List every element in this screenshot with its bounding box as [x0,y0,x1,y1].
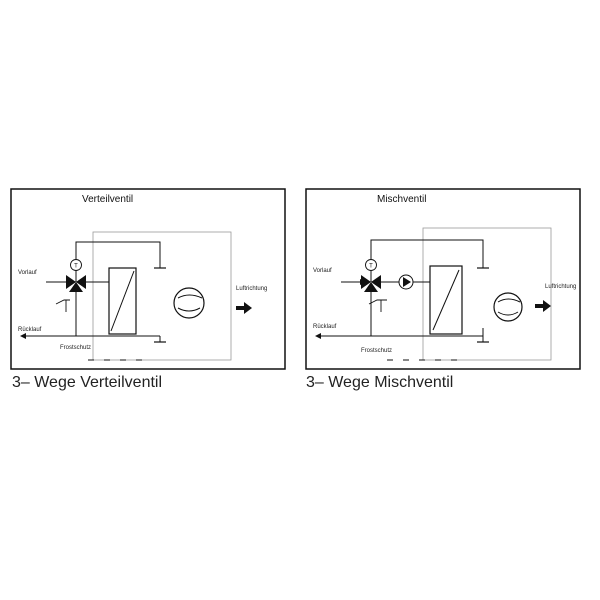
diagram-verteilventil: Verteilventil Vorlauf T Rücklauf [10,188,286,370]
bypass-pipe [75,241,161,268]
airflow-label: Luftrichtung [545,284,576,290]
fan-icon [493,292,523,322]
frost-protection-label: Frostschutz [60,345,91,351]
three-way-valve-icon [66,270,86,292]
damper-symbol [368,299,387,305]
return-label: Rücklauf [18,327,42,333]
coil-diagonal [432,269,460,331]
sensor-label: T [369,264,373,270]
three-way-valve-icon [361,270,381,292]
return-label: Rücklauf [313,324,337,330]
fan-icon [173,287,205,319]
damper-symbol [55,299,70,305]
air-handler-housing [92,231,232,361]
airflow-arrow-icon [236,302,252,314]
bypass-pipe [370,239,484,268]
supply-label: Vorlauf [313,268,332,274]
diagram-mischventil: Mischventil Vorlauf T Rücklauf [305,188,581,370]
return-arrow [20,333,26,339]
frost-protection-label: Frostschutz [361,348,392,354]
caption-verteilventil: 3– Wege Verteilventil [12,374,163,391]
airflow-label: Luftrichtung [236,286,267,292]
outer-frame [10,188,286,370]
supply-label: Vorlauf [18,270,37,276]
temperature-sensor-icon [365,259,377,271]
sensor-label: T [74,264,78,270]
airflow-arrow-icon [535,300,551,312]
air-handler-housing [422,227,552,361]
coil-diagonal [110,270,135,332]
outer-frame [305,188,581,370]
panel-title: Mischventil [377,194,426,205]
pump-icon [398,274,414,290]
return-arrow [315,333,321,339]
caption-mischventil: 3– Wege Mischventil [306,374,454,391]
mischventil-schematic: Mischventil Vorlauf T Rücklauf [305,188,581,370]
verteilventil-schematic: Verteilventil Vorlauf T Rücklauf [10,188,286,370]
temperature-sensor-icon [70,259,82,271]
panel-title: Verteilventil [82,194,133,205]
